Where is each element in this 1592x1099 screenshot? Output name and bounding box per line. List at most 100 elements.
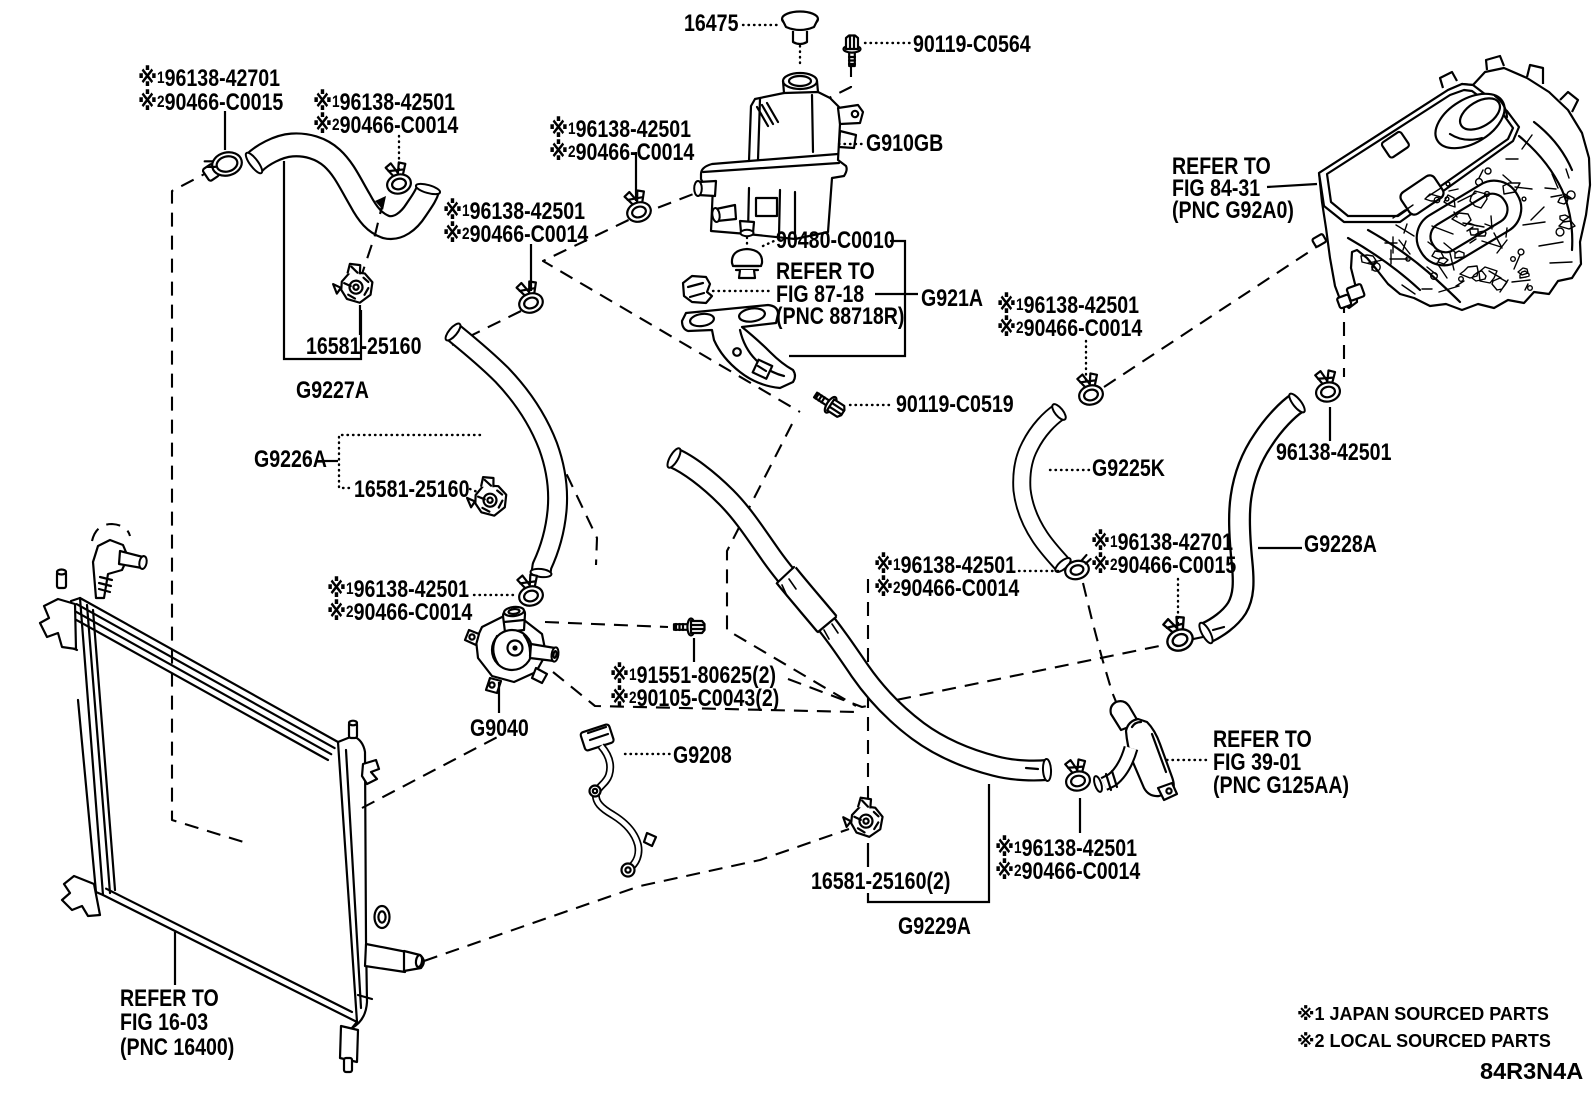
label-clamp-16581-25160-a[interactable]: 16581-25160: [306, 332, 421, 360]
label-clampA-1[interactable]: ※196138-42701: [138, 64, 280, 92]
hose-end-cap: [666, 447, 682, 469]
label-clampE-1[interactable]: ※196138-42501: [327, 575, 469, 603]
hose-end-cap: [1288, 392, 1306, 414]
clamp-16581-25160-b: [462, 472, 512, 522]
label-bolt-90119-C0564[interactable]: 90119-C0564: [913, 30, 1031, 58]
label-hose-G9225K[interactable]: G9225K: [1092, 454, 1165, 482]
part-line: [488, 681, 496, 689]
label-refer-3901-3[interactable]: (PNC G125AA): [1213, 771, 1349, 799]
part-line: [1559, 90, 1580, 113]
label-refer-8718-2[interactable]: FIG 87-18: [776, 280, 864, 308]
label-hose-G9228A[interactable]: G9228A: [1304, 530, 1377, 558]
clamp-pointer: [359, 196, 386, 281]
label-tank-G910GB[interactable]: G910GB: [866, 129, 943, 157]
label-clampB-2[interactable]: ※290466-C0014: [313, 111, 459, 139]
label-refer-1603-3[interactable]: (PNC 16400): [120, 1033, 234, 1061]
clamp-96138-42501-g: [1310, 366, 1343, 405]
label-wire-G9208[interactable]: G9208: [673, 741, 732, 769]
part-line: [620, 862, 636, 878]
note-japan-sourced[interactable]: ※1 JAPAN SOURCED PARTS: [1297, 1004, 1549, 1024]
detail-texture: [1517, 248, 1525, 256]
hose-end-cap: [1041, 758, 1053, 782]
label-hose-G9229A[interactable]: G9229A: [898, 912, 971, 940]
label-figure-code[interactable]: 84R3N4A: [1480, 1058, 1583, 1084]
hose-end-cap: [1198, 621, 1214, 645]
label-clampJ-1[interactable]: ※196138-42501: [995, 834, 1137, 862]
hose-g9228a: [1198, 392, 1306, 645]
grommet-90480-c0010: [730, 247, 764, 280]
dashed-line: [787, 635, 1204, 709]
dashed-line: [544, 620, 669, 629]
label-clampJ-2[interactable]: ※290466-C0014: [995, 857, 1141, 885]
part-line: [737, 307, 767, 323]
label-hose-G9227A[interactable]: G9227A: [296, 376, 369, 404]
label-clampF-1[interactable]: ※196138-42501: [997, 291, 1139, 319]
clamp-96138-42501-f: [1072, 369, 1107, 409]
label-clampE-2[interactable]: ※290466-C0014: [327, 598, 473, 626]
hose-body: [1101, 746, 1137, 789]
hose-end-cap: [739, 228, 755, 238]
label-clampI-1[interactable]: ※196138-42701: [1091, 528, 1233, 556]
label-refer-3901-1[interactable]: REFER TO: [1213, 725, 1312, 753]
label-clampD-2[interactable]: ※290466-C0014: [549, 138, 695, 166]
label-clampD-1[interactable]: ※196138-42501: [549, 115, 691, 143]
clamp-96138-42501-c: [511, 277, 547, 317]
part-line: [91, 608, 117, 892]
note-local-sourced[interactable]: ※2 LOCAL SOURCED PARTS: [1297, 1031, 1551, 1051]
hose-body: [1201, 395, 1303, 642]
label-clampC-1[interactable]: ※196138-42501: [443, 197, 585, 225]
label-clampC-2[interactable]: ※290466-C0014: [443, 220, 589, 248]
label-cap-16475[interactable]: 16475: [684, 9, 738, 37]
label-refer-8431-3[interactable]: (PNC G92A0): [1172, 196, 1294, 224]
part-line: [1448, 94, 1509, 141]
label-grommet-90480-C0010[interactable]: 90480-C0010: [776, 226, 895, 254]
part-line: [373, 904, 391, 930]
label-bolt-191551-2[interactable]: ※290105-C0043(2): [610, 684, 779, 712]
part-line: [689, 619, 706, 635]
detail-texture: [1509, 256, 1516, 263]
part-line: [1336, 293, 1353, 310]
label-bolt-90119-C0519[interactable]: 90119-C0519: [896, 390, 1014, 418]
part-line: [850, 109, 860, 119]
dashed-line: [451, 310, 522, 346]
label-pump-G9040[interactable]: G9040: [470, 714, 529, 742]
clamp-96138-42501-b: [380, 158, 415, 198]
part-line: [1438, 70, 1458, 89]
label-clampH-1[interactable]: ※196138-42501: [874, 551, 1016, 579]
label-clampG-96138-42501[interactable]: 96138-42501: [1276, 438, 1391, 466]
label-clampF-2[interactable]: ※290466-C0014: [997, 314, 1143, 342]
hoses: [244, 132, 1306, 782]
label-refer-1603-1[interactable]: REFER TO: [120, 984, 219, 1012]
label-clampI-2[interactable]: ※290466-C0015: [1091, 551, 1236, 579]
part-line: [756, 364, 768, 373]
label-hose-G9226A[interactable]: G9226A: [254, 445, 327, 473]
part-line: [75, 603, 336, 750]
detail-texture: [1360, 134, 1576, 295]
detail-texture: [1521, 196, 1527, 202]
label-clampA-2[interactable]: ※290466-C0015: [138, 88, 283, 116]
label-refer-8718-1[interactable]: REFER TO: [776, 257, 875, 285]
part-line: [674, 622, 685, 632]
label-refer-3901-2[interactable]: FIG 39-01: [1213, 748, 1301, 776]
clamp-96138-42701-a: [198, 148, 246, 184]
hose-end-cap: [138, 555, 148, 570]
label-refer-8431-2[interactable]: FIG 84-31: [1172, 174, 1260, 202]
part-line: [686, 281, 706, 299]
dashed-line: [1103, 241, 1325, 388]
part-line: [502, 618, 526, 624]
hose-end-cap: [1093, 775, 1103, 793]
label-refer-1603-2[interactable]: FIG 16-03: [120, 1008, 208, 1036]
label-refer-8718-3[interactable]: (PNC 88718R): [776, 302, 904, 330]
label-refer-8431-1[interactable]: REFER TO: [1172, 152, 1271, 180]
detail-texture: [1457, 276, 1464, 283]
part-line: [1525, 63, 1545, 84]
label-clamp-16581-25160-b[interactable]: 16581-25160: [354, 475, 469, 503]
label-clamp-16581-25160-c[interactable]: 16581-25160(2): [811, 867, 950, 895]
label-bracket-G921A[interactable]: G921A: [921, 284, 983, 312]
label-clampH-2[interactable]: ※290466-C0014: [874, 574, 1020, 602]
part-line: [336, 734, 369, 1030]
part-line: [402, 949, 425, 973]
label-bolt-191551-1[interactable]: ※191551-80625(2): [610, 661, 776, 689]
label-clampB-1[interactable]: ※196138-42501: [313, 88, 455, 116]
